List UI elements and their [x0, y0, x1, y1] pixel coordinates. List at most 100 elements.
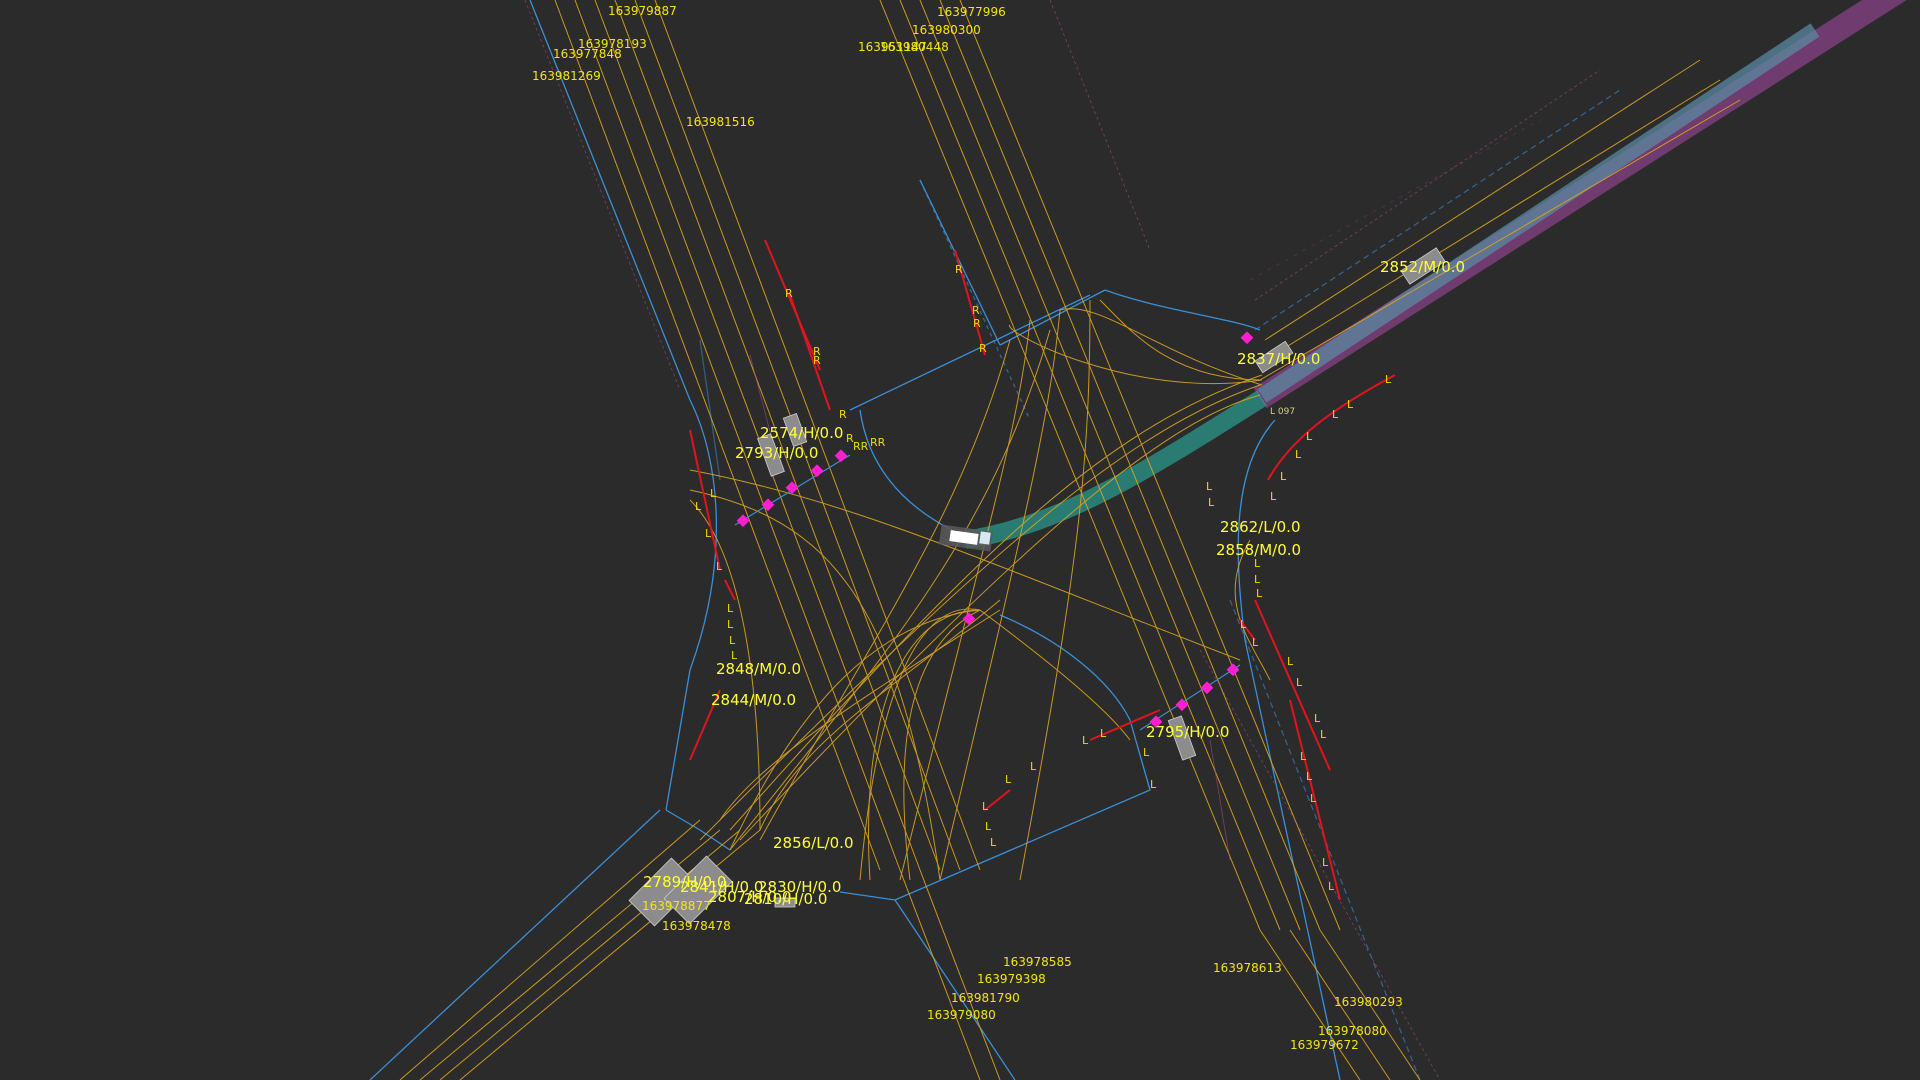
obstacle-2793 — [757, 433, 785, 477]
lane-id-label: 163980293 — [1334, 995, 1403, 1009]
lane-id-label: 163951147 — [858, 40, 927, 54]
planned-path — [963, 390, 1267, 549]
sign-letter-double-right: RR — [853, 440, 869, 453]
small-annotation: L 097 — [1270, 407, 1295, 417]
object-labels: 2852/M/0.0 2837/H/0.0 2574/H/0.0 2793/H/… — [643, 258, 1465, 908]
lane-id-label: 163981790 — [951, 991, 1020, 1005]
lane-id-label: 163979887 — [608, 4, 677, 18]
sign-letter-right: R — [979, 342, 987, 355]
sign-letter-left: L — [1306, 430, 1313, 443]
stop-lines — [734, 454, 1241, 731]
sign-letter-left: L — [727, 618, 734, 631]
sign-letter-left: L — [705, 527, 712, 540]
sign-letter-left: L — [982, 800, 989, 813]
sign-letter-left: L — [727, 602, 734, 615]
lane-id-label: 163978478 — [662, 919, 731, 933]
sign-letter-left: L — [1322, 856, 1329, 869]
sign-letter-right: R — [813, 354, 821, 367]
object-label: 2856/L/0.0 — [773, 834, 854, 852]
lane-id-label: 163978193 — [578, 37, 647, 51]
object-label: 2795/H/0.0 — [1146, 723, 1229, 741]
lane-id-label: 163978080 — [1318, 1024, 1387, 1038]
object-label: 2858/M/0.0 — [1216, 541, 1301, 559]
lane-id-label: 163978613 — [1213, 961, 1282, 975]
sign-letter-right: R — [813, 345, 821, 358]
sign-letter-left: L — [1332, 408, 1339, 421]
sign-letter-left: L — [1270, 490, 1277, 503]
sign-letter-left: L — [1300, 750, 1307, 763]
sign-letter-left: L — [1310, 792, 1317, 805]
sign-letter-left: L — [1314, 712, 1321, 725]
obstacle-2837 — [1254, 340, 1294, 374]
object-label: 2852/M/0.0 — [1380, 258, 1465, 276]
sign-letter-left: L — [1100, 727, 1107, 740]
reference-lines — [524, 0, 1601, 1080]
sign-letter-left: L — [1240, 618, 1247, 631]
sign-letter-left: L — [1280, 470, 1287, 483]
sign-letter-left: L — [1256, 587, 1263, 600]
sign-letter-left: L — [1295, 448, 1302, 461]
lane-id-label: 163979080 — [927, 1008, 996, 1022]
obstacle-2574 — [782, 412, 808, 448]
sign-letter-right: R — [955, 263, 963, 276]
lane-id-label: 163981269 — [532, 69, 601, 83]
sign-letter-left: L — [1306, 770, 1313, 783]
object-label: 2862/L/0.0 — [1220, 518, 1301, 536]
sign-letter-left: L — [1206, 480, 1213, 493]
object-label: 2844/M/0.0 — [711, 691, 796, 709]
sign-letter-left: L — [1254, 573, 1261, 586]
object-label: 2793/H/0.0 — [735, 444, 818, 462]
sign-letter-left: L — [1005, 773, 1012, 786]
lane-id-label: 163978585 — [1003, 955, 1072, 969]
road-boundaries — [369, 0, 1621, 1080]
sign-letter-left: L — [1208, 496, 1215, 509]
sign-letter-right: R — [972, 304, 980, 317]
object-label: 2574/H/0.0 — [760, 424, 843, 442]
sign-letter-left: L — [990, 836, 997, 849]
obstacle-2830 — [774, 897, 796, 908]
object-label: 2841/H/0.0 — [680, 878, 763, 896]
obstacle-2841 — [663, 855, 733, 925]
sign-letter-left: L — [1150, 778, 1157, 791]
sign-letter-left: L — [1347, 398, 1354, 411]
lane-id-label: 163977848 — [553, 47, 622, 61]
lane-id-label: 163980448 — [880, 40, 949, 54]
sign-letter-left: L — [1030, 760, 1037, 773]
obstacle-2795 — [1167, 715, 1197, 761]
sign-letter-left: L — [1082, 734, 1089, 747]
sign-letter-left: L — [1320, 728, 1327, 741]
lane-id-labels: 163979887 163978193 163977848 163981269 … — [532, 4, 1403, 1052]
lane-id-label: 163979672 — [1290, 1038, 1359, 1052]
sign-letter-left: L — [1143, 746, 1150, 759]
sign-letter-left: L — [1328, 880, 1335, 893]
object-label: 2837/H/0.0 — [1237, 350, 1320, 368]
sign-letter-left: L — [716, 560, 723, 573]
lane-id-label: 163977996 — [937, 5, 1006, 19]
curbs — [689, 239, 1396, 901]
sign-letter-left: L — [731, 649, 738, 662]
sign-letter-left: L — [985, 820, 992, 833]
object-label: 2810/H/0.0 — [744, 890, 827, 908]
sign-letter-left: L — [710, 487, 717, 500]
sign-letter-left: L — [1287, 655, 1294, 668]
ego-vehicle[interactable] — [938, 524, 994, 552]
lane-id-label: 163980300 — [912, 23, 981, 37]
object-label: 2830/H/0.0 — [758, 878, 841, 896]
sign-letter-right: R — [973, 317, 981, 330]
sign-letter-right: R — [839, 408, 847, 421]
object-label: 2789/H/0.0 — [643, 873, 726, 891]
lane-id-label: 163979398 — [977, 972, 1046, 986]
sign-letter-left: L — [695, 500, 702, 513]
sign-letter-left: L — [1254, 557, 1261, 570]
lane-id-label: 163981516 — [686, 115, 755, 129]
object-label: 2807/H/0.0 — [708, 888, 791, 906]
lane-id-label: 163978877 — [642, 899, 711, 913]
lane-centerlines — [399, 0, 1741, 1080]
obstacles — [628, 247, 1446, 927]
traffic-sign-letters: R R R R R RR RR R R R R L L L L L L L L … — [695, 263, 1392, 893]
sign-letter-right: R — [785, 287, 793, 300]
sign-letter-left: L — [729, 634, 736, 647]
object-label: 2848/M/0.0 — [716, 660, 801, 678]
sign-letter-double-right: RR — [870, 436, 886, 449]
